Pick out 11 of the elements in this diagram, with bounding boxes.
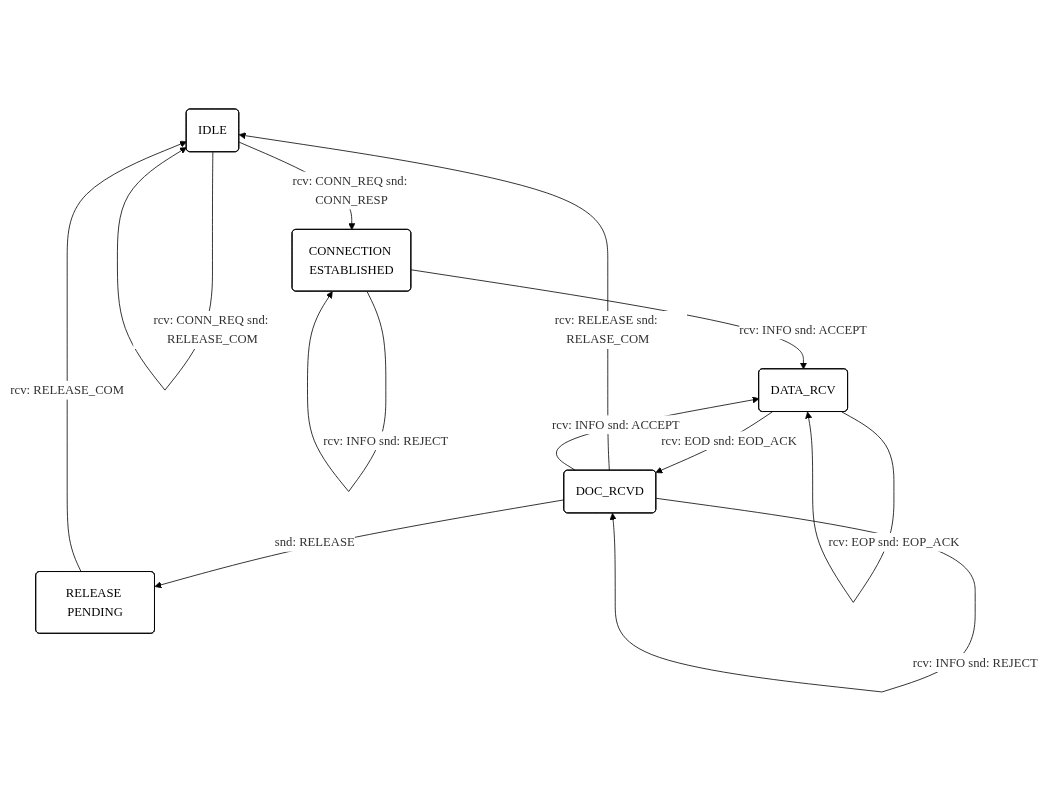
edge-label: rcv: INFO snd: ACCEPT <box>552 417 680 432</box>
edge-label: rcv: EOD snd: EOD_ACK <box>661 433 797 448</box>
edge-label: rcv: CONN_REQ snd: CONN_RESP <box>292 173 408 207</box>
edge-label: snd: RELEASE <box>274 535 355 549</box>
edge-label: rcv: INFO snd: REJECT <box>912 655 1038 669</box>
edge-label: rcv: RELEASE_COM <box>10 383 125 397</box>
edge-label: rcv: CONN_REQ snd: RELEASE_COM <box>153 313 269 346</box>
edge-label: rcv: INFO snd: ACCEPT <box>739 322 868 337</box>
edge-label: rcv: EOP snd: EOP_ACK <box>828 535 960 549</box>
edge-label: rcv: RELEASE snd: RELASE_COM <box>554 313 658 346</box>
edge-label: rcv: INFO snd: REJECT <box>323 433 449 448</box>
